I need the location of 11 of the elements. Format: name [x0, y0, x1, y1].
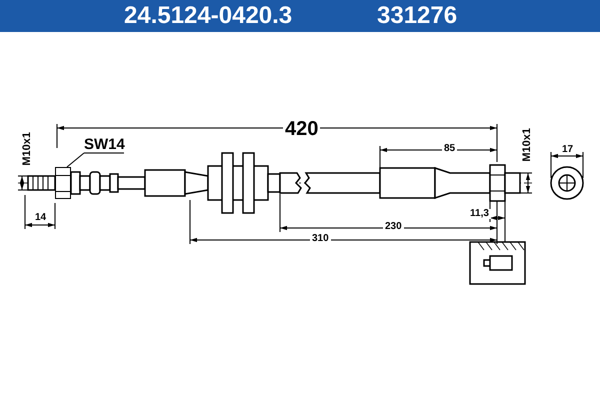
- dimension-label: 17: [560, 145, 576, 155]
- dimension-label: 14: [33, 213, 48, 223]
- dimension-label: 310: [310, 234, 331, 244]
- hex-fitting: [55, 167, 71, 199]
- wrench-size-label: SW14: [84, 137, 125, 152]
- part-number: 331276: [376, 4, 458, 28]
- dimension-label: 11,3: [468, 209, 491, 219]
- part-number: 24.5124-0420.3: [123, 4, 294, 28]
- dimension-label: 230: [383, 222, 404, 232]
- dimension-label: 85: [442, 144, 458, 154]
- leader-line: [66, 152, 124, 168]
